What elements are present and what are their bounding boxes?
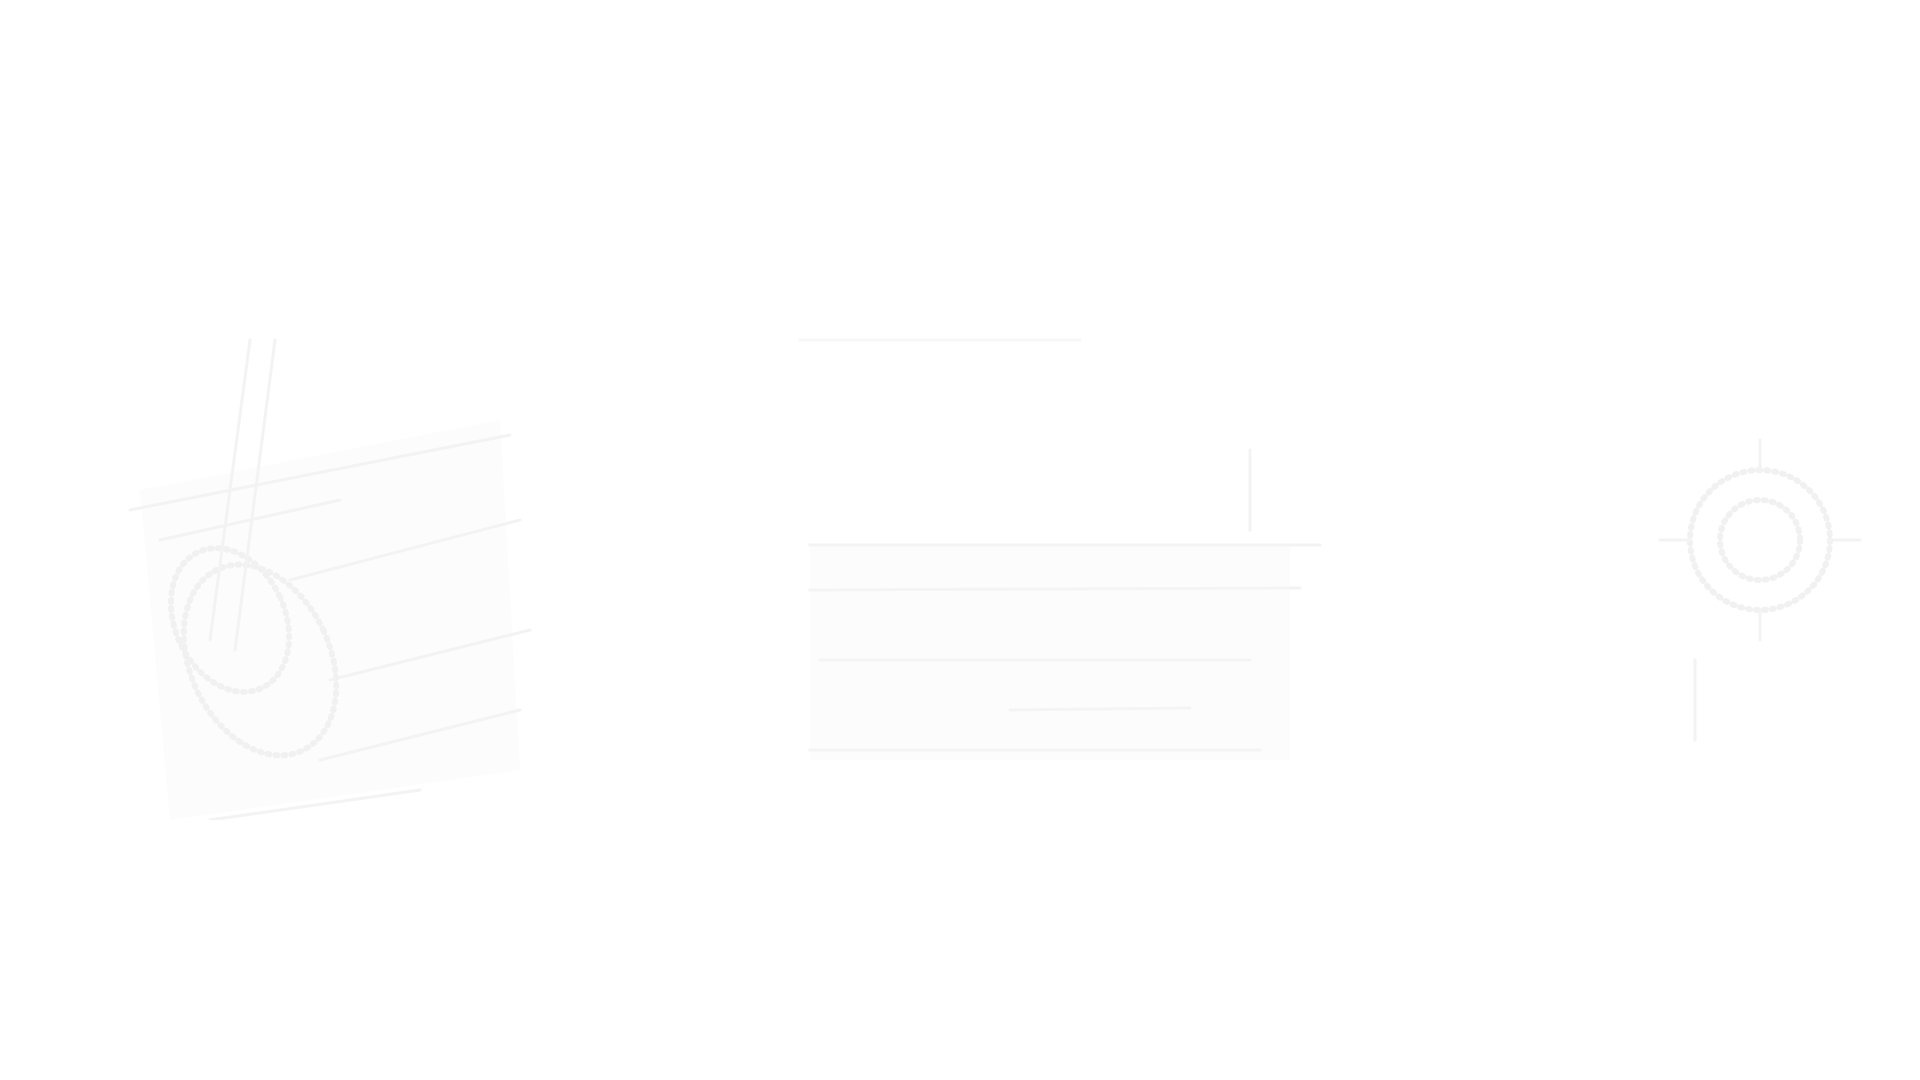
- gear-tool-icon: [1658, 438, 1862, 742]
- pen-on-paper-icon: [128, 338, 532, 820]
- form-lines-icon: [798, 338, 1322, 760]
